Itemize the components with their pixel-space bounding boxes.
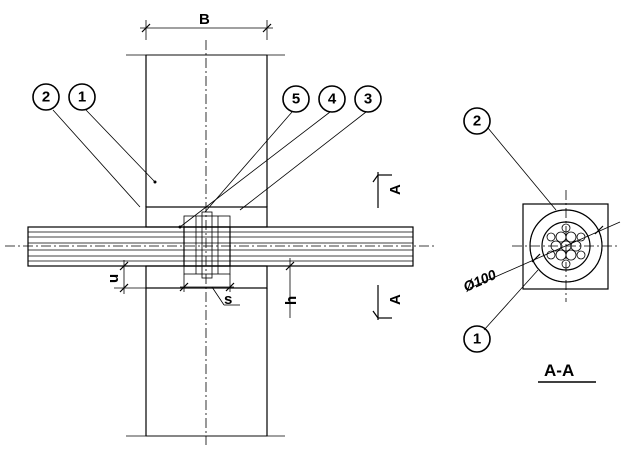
callout-2-right: 2 [463,107,491,135]
callout-5: 5 [282,85,310,113]
svg-text:2: 2 [473,113,481,130]
svg-text:3: 3 [364,91,372,108]
dimension-s-label: s [224,291,232,308]
section-marker-bottom-label: A [387,294,404,305]
diameter-label: Ø100 [461,266,499,295]
callout-3: 3 [354,85,382,113]
section-marker-top [372,172,392,208]
section-view [469,127,621,331]
leader-lines [52,109,367,229]
wall-upper [145,54,268,208]
callout-4: 4 [318,85,346,113]
dimension-b-label: B [199,11,210,28]
callout-2-left: 2 [32,83,60,111]
section-marker-top-label: A [387,184,404,195]
callout-1-right: 1 [463,325,491,353]
seal-fill [145,206,268,289]
dimension-s [179,274,240,306]
dimension-u-label: u [105,274,122,283]
dimension-h-label: h [283,296,300,305]
callout-1-left: 1 [68,83,96,111]
dimension-h [267,258,302,318]
svg-text:4: 4 [328,91,337,108]
section-title: A-A [544,361,574,380]
cable-bundle [27,226,414,267]
dimension-u [114,260,146,294]
svg-text:1: 1 [78,89,86,106]
dimension-b [140,20,273,40]
section-marker-bottom [372,285,392,320]
svg-text:5: 5 [292,91,300,108]
svg-text:1: 1 [473,331,481,348]
wall-lower [145,287,268,437]
svg-text:2: 2 [42,89,50,106]
cable-coating [183,211,231,279]
